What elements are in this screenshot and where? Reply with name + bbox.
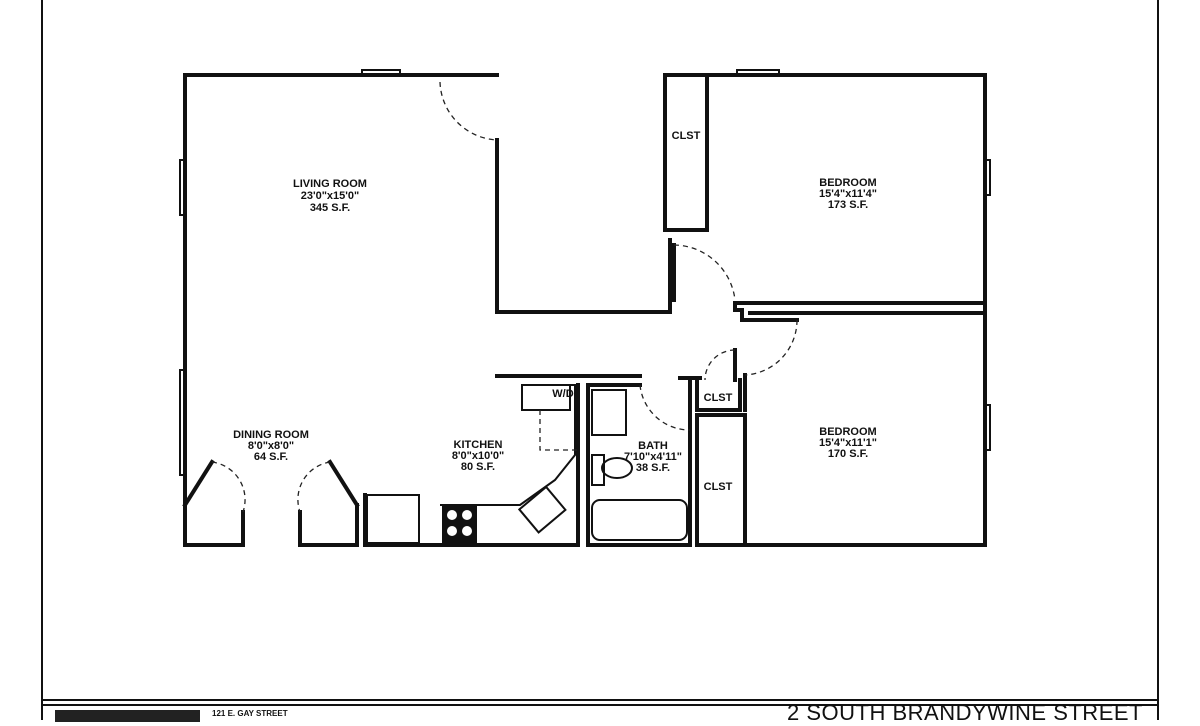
walls <box>182 73 987 547</box>
room-dims: 15'4"x11'1" <box>819 437 877 449</box>
room-dims: 8'0"x8'0" <box>248 440 294 452</box>
room-bath: BATH 7'10"x4'11" 38 S.F. <box>624 440 682 474</box>
room-area: 173 S.F. <box>828 199 868 211</box>
closet-label: CLST <box>704 392 733 404</box>
room-name: KITCHEN <box>454 439 503 451</box>
room-living: LIVING ROOM 23'0"x15'0" 345 S.F. <box>293 178 367 214</box>
room-bedroom-1: BEDROOM 15'4"x11'4" 173 S.F. <box>819 177 877 211</box>
room-area: 64 S.F. <box>254 451 288 463</box>
room-area: 80 S.F. <box>461 461 495 473</box>
room-bedroom-2: BEDROOM 15'4"x11'1" 170 S.F. <box>819 426 877 460</box>
room-dims: 15'4"x11'4" <box>819 188 877 200</box>
room-name: BATH <box>638 440 668 452</box>
room-name: DINING ROOM <box>233 429 309 441</box>
room-dining: DINING ROOM 8'0"x8'0" 64 S.F. <box>233 429 309 463</box>
room-dims: 23'0"x15'0" <box>301 190 360 202</box>
sheet-frame <box>41 0 1159 720</box>
door-swings <box>211 81 798 513</box>
room-name: BEDROOM <box>819 177 876 189</box>
windows <box>179 69 991 476</box>
room-name: LIVING ROOM <box>293 178 367 190</box>
company-logo <box>55 710 200 722</box>
room-name: BEDROOM <box>819 426 876 438</box>
room-area: 170 S.F. <box>828 448 868 460</box>
room-kitchen: KITCHEN 8'0"x10'0" 80 S.F. <box>452 439 504 473</box>
office-address: 121 E. GAY STREET <box>212 709 288 718</box>
room-area: 345 S.F. <box>310 202 350 214</box>
property-address: 2 SOUTH BRANDYWINE STREET <box>787 700 1143 725</box>
closet-label: CLST <box>672 130 701 142</box>
washer-dryer-label: W/D <box>552 388 573 400</box>
room-area: 38 S.F. <box>636 462 670 474</box>
room-dims: 8'0"x10'0" <box>452 450 504 462</box>
closet-label: CLST <box>704 481 733 493</box>
room-dims: 7'10"x4'11" <box>624 451 682 463</box>
